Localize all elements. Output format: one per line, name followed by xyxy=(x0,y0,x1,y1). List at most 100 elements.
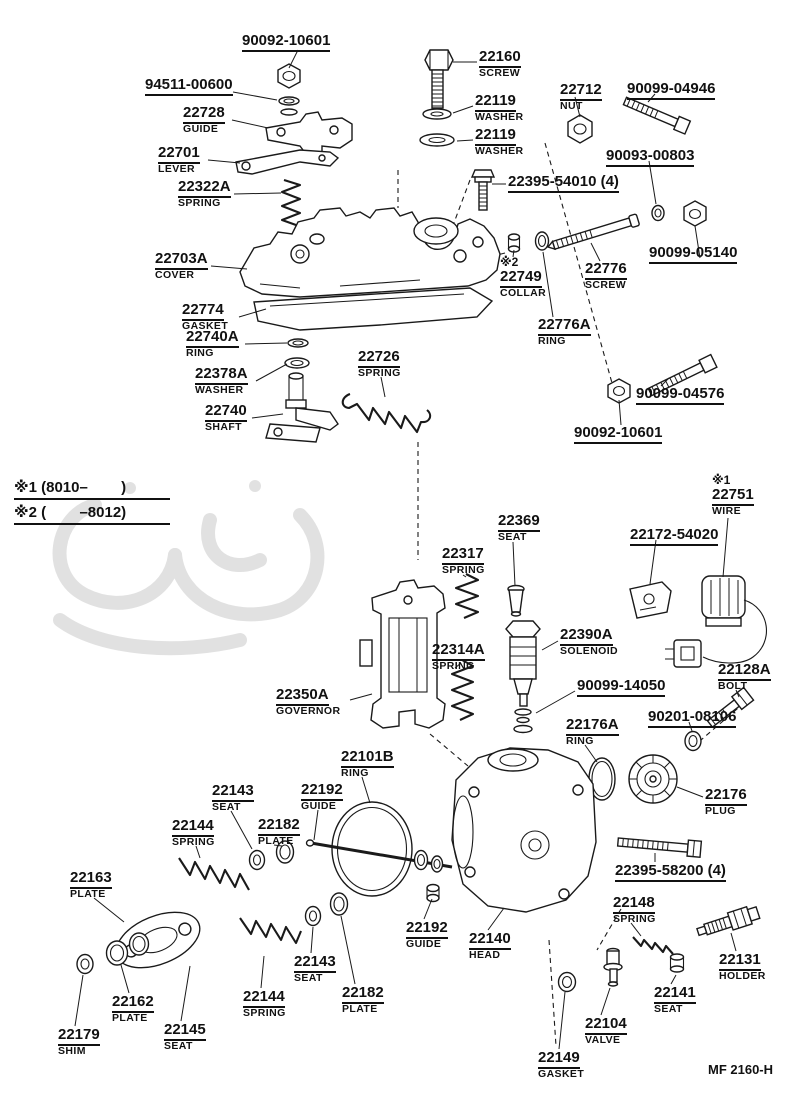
leader-lines xyxy=(74,49,740,1050)
part-name: WASHER xyxy=(195,383,244,396)
part-label: 90092-10601 xyxy=(242,33,331,52)
plate-22163 xyxy=(115,911,201,969)
part-name: SEAT xyxy=(164,1039,193,1052)
part-name: HOLDER xyxy=(719,969,766,982)
part-label: 22395-54010 (4) xyxy=(508,174,619,193)
ring-90093-00803 xyxy=(651,204,665,222)
part-name: SPRING xyxy=(358,366,401,379)
ref-symbol: ※2 xyxy=(14,504,37,521)
part-number: 94511-00600 xyxy=(145,77,233,96)
part-label: 90099-04946 xyxy=(627,81,716,100)
part-name: SHIM xyxy=(58,1044,86,1057)
part-number: 90099-05140 xyxy=(649,245,738,264)
spring-22144-lower xyxy=(239,917,302,945)
part-name: PLATE xyxy=(258,834,294,847)
part-name: VALVE xyxy=(585,1033,621,1046)
part-number: 22776 xyxy=(585,261,627,280)
part-name: SEAT xyxy=(294,971,323,984)
ring-90201-08106 xyxy=(684,730,702,752)
legend-row: ※1 (8010– ) xyxy=(14,478,170,500)
part-number: 90099-04576 xyxy=(636,386,725,405)
washer-22182-lower xyxy=(329,892,349,916)
legend-row: ※2 ( –8012) xyxy=(14,503,170,525)
plug-22176 xyxy=(628,754,678,804)
part-number: 22390A xyxy=(560,627,613,646)
washer-22378A xyxy=(284,357,310,369)
cover-22703A xyxy=(239,207,501,298)
head-22140 xyxy=(451,747,597,913)
watermark xyxy=(52,480,325,656)
part-label: 90093-00803 xyxy=(606,148,695,167)
spring-22317 xyxy=(454,573,480,619)
part-name: WASHER xyxy=(475,144,524,157)
part-number: 22192 xyxy=(406,920,448,939)
part-number: 22395-54010 (4) xyxy=(508,174,619,193)
washer-22143-upper xyxy=(248,849,266,871)
ring-22740A xyxy=(287,338,309,348)
spring-22726 xyxy=(341,393,432,434)
part-name: GUIDE xyxy=(183,122,219,135)
part-number: 22119 xyxy=(475,93,516,112)
washer-22119-lower xyxy=(419,133,455,147)
part-number: 22162 xyxy=(112,994,154,1013)
bracket-22172-54020 xyxy=(629,581,672,619)
part-name: BOLT xyxy=(718,679,748,692)
ref-symbol: ※1 xyxy=(14,479,37,496)
part-number: 90099-04946 xyxy=(627,81,716,100)
part-number: 22176 xyxy=(705,787,747,806)
part-number: 22350A xyxy=(276,687,329,706)
bolt-90099-04576 xyxy=(647,353,718,397)
part-number: 22144 xyxy=(243,989,285,1008)
part-number: 22176A xyxy=(566,717,619,736)
guide-rod-22192 xyxy=(305,839,453,873)
part-name: SCREW xyxy=(479,66,521,79)
part-number: 90092-10601 xyxy=(574,425,663,444)
figure-code: MF 2160-H xyxy=(708,1062,774,1077)
part-number: 22143 xyxy=(212,783,254,802)
part-number: 22140 xyxy=(469,931,511,950)
part-number: 22163 xyxy=(70,870,112,889)
part-number: 22776A xyxy=(538,317,591,336)
part-name: PLUG xyxy=(705,804,736,817)
spring-22148 xyxy=(632,936,674,955)
part-name: PLATE xyxy=(112,1011,148,1024)
part-name: SPRING xyxy=(442,563,485,576)
part-name: GOVERNOR xyxy=(276,704,341,717)
part-label: 22395-58200 (4) xyxy=(615,863,726,882)
part-number: 22192 xyxy=(301,782,343,801)
part-name: SCREW xyxy=(585,278,627,291)
nut-22712 xyxy=(567,114,593,144)
part-number: 22314A xyxy=(432,642,485,661)
part-number: 22701 xyxy=(158,145,200,164)
bolt-22395-58200 xyxy=(616,837,703,858)
legend-text: ( –8012) xyxy=(41,504,127,521)
part-name: WASHER xyxy=(475,110,524,123)
part-number: 22101B xyxy=(341,749,394,768)
part-name: PLATE xyxy=(342,1002,378,1015)
nut-90099-05140 xyxy=(683,200,707,227)
part-number: 22128A xyxy=(718,662,771,681)
part-name: HEAD xyxy=(469,948,501,961)
part-number: 90092-10601 xyxy=(242,33,331,52)
part-label: 90099-05140 xyxy=(649,245,738,264)
part-name: GASKET xyxy=(182,319,229,332)
part-number: 22119 xyxy=(475,127,516,146)
part-number: 22160 xyxy=(479,49,521,68)
gasket-22149 xyxy=(557,971,577,993)
part-number: 22774 xyxy=(182,302,224,321)
guide-22192-lower xyxy=(426,883,440,903)
